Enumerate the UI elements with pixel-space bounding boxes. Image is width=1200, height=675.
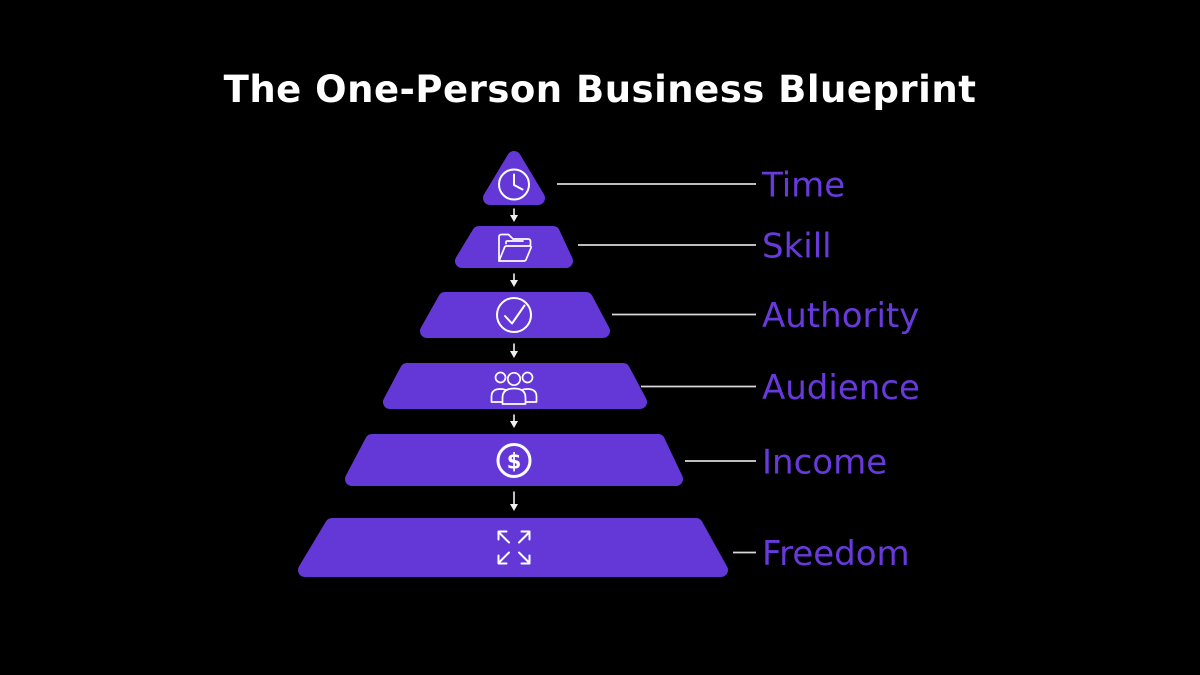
folder-back [498,233,532,262]
flow-arrow-4 [510,414,518,428]
check-circle-icon [496,297,532,333]
expand-arrow-sw [497,551,510,565]
level-authority: Authority [420,292,919,338]
person-body-center [501,387,527,405]
dollar-circle-icon: $ [496,443,532,478]
dollar-circle [496,443,532,478]
expand-arrow-nw [497,530,510,544]
skill-label: Skill [762,227,832,267]
income-tier-shape [345,434,683,486]
people-icon [490,371,538,405]
audience-label: Audience [762,368,920,408]
freedom-tier-shape [298,518,728,577]
clock-hands [513,173,524,191]
time-label: Time [761,166,845,206]
folder-paper [505,240,524,245]
skill-tier-shape [455,226,573,268]
level-skill: Skill [455,226,832,268]
flow-arrow-5 [510,491,518,511]
arrow-down-icon [510,351,518,358]
check-circle [496,297,532,333]
person-head-left [494,371,507,384]
diagram-title: The One-Person Business Blueprint [223,68,977,111]
expand-arrows-icon [497,530,531,565]
expand-arrow-ne [518,530,531,544]
dollar-sign: $ [507,450,522,474]
level-audience: Audience [383,363,920,409]
level-income: $ Income [345,434,887,486]
check-mark [504,304,526,325]
authority-tier-shape [420,292,610,338]
level-time: Time [483,151,845,206]
arrow-down-icon [510,280,518,287]
folder-icon [498,233,532,262]
clock-icon [498,168,530,201]
folder-front [498,245,532,262]
flow-arrow-2 [510,273,518,287]
expand-arrow-se [518,551,531,565]
arrow-down-icon [510,215,518,222]
flow-arrow-1 [510,208,518,222]
person-head-right [521,371,534,384]
level-freedom: Freedom [298,518,910,577]
authority-label: Authority [762,296,919,336]
freedom-label: Freedom [762,534,910,574]
clock-face [498,168,530,201]
audience-tier-shape [383,363,647,409]
arrow-down-icon [510,504,518,511]
arrow-down-icon [510,421,518,428]
flow-arrow-3 [510,343,518,358]
income-label: Income [762,443,887,483]
person-head-center [506,371,522,387]
